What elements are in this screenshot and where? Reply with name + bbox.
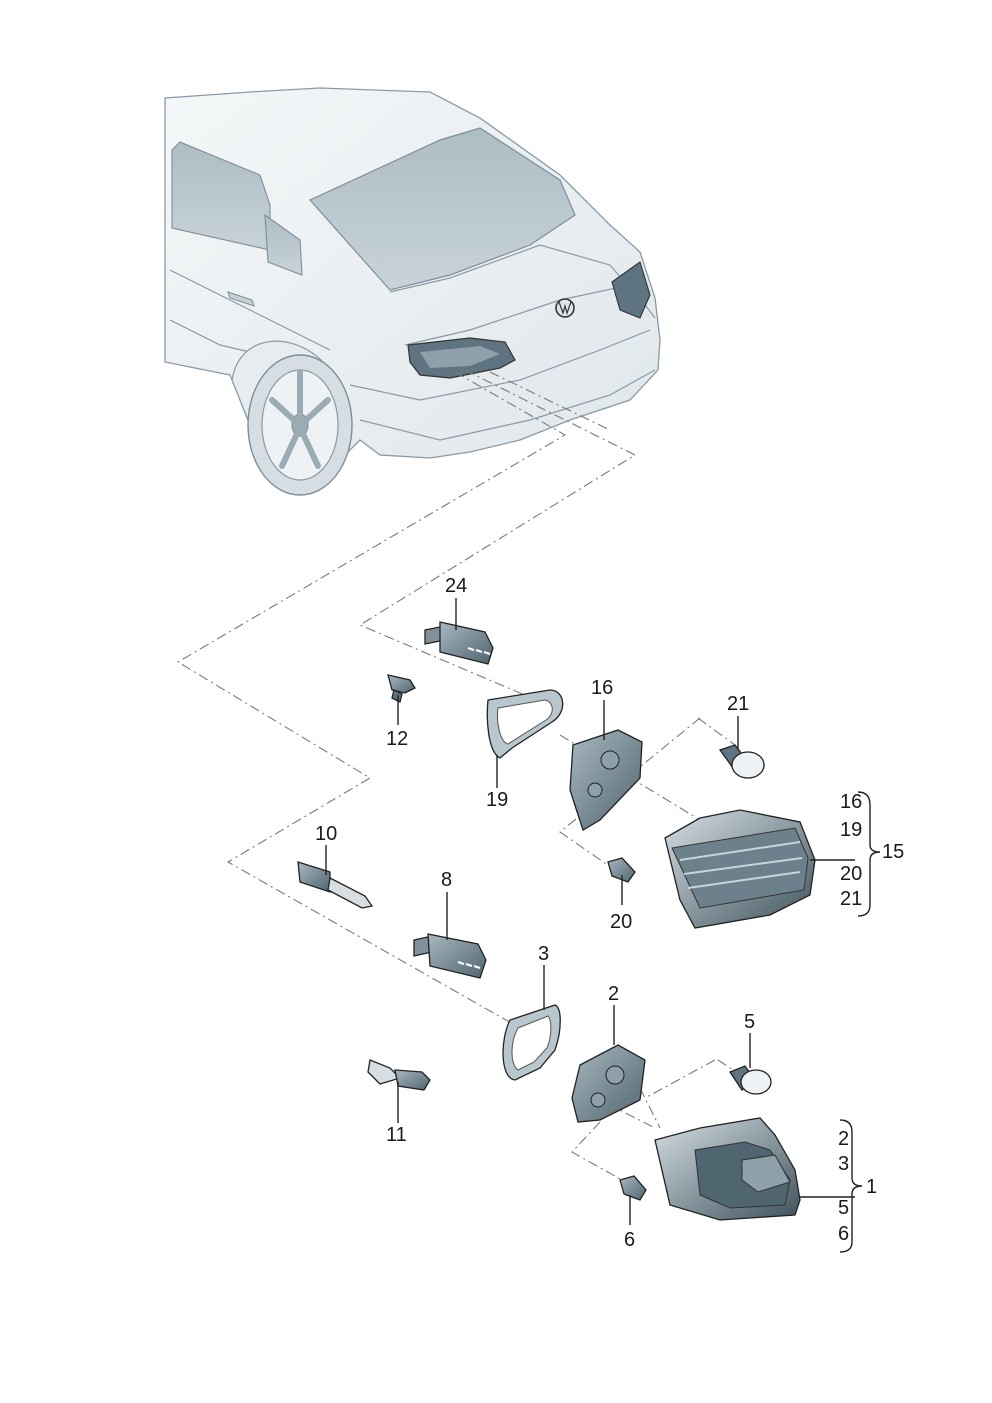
callout-19: 19: [486, 789, 508, 811]
part-15-inner-tail-lamp: [664, 809, 816, 929]
callout-11: 11: [386, 1124, 407, 1146]
part-8-connector: [413, 933, 487, 979]
part-21-bulb: [718, 744, 765, 779]
group15-item-4: 21: [840, 888, 862, 910]
rear-window: [309, 127, 576, 291]
callout-20: 20: [610, 911, 632, 933]
callout-12: 12: [386, 728, 408, 750]
callout-8: 8: [441, 869, 452, 891]
group1-item-1: 2: [838, 1128, 849, 1150]
group1-item-2: 3: [838, 1153, 849, 1175]
side-window: [171, 141, 271, 251]
callout-6: 6: [624, 1229, 635, 1251]
assembly-path-lines: [176, 369, 746, 1181]
group15-item-1: 16: [840, 791, 862, 813]
callout-1: 1: [866, 1176, 877, 1198]
part-12-clip: [387, 674, 416, 703]
callout-16: 16: [591, 677, 613, 699]
callout-10: 10: [315, 823, 337, 845]
part-5-bulb: [729, 1065, 772, 1095]
callout-labels: 24 12 19 16 21 20 10 8 3 2 5 11 6 16 19 …: [315, 575, 904, 1251]
callout-2: 2: [608, 983, 619, 1005]
vehicle-rear-view: [164, 87, 661, 496]
group15-item-3: 20: [840, 863, 862, 885]
group15-item-2: 19: [840, 819, 862, 841]
part-6-screw: [619, 1175, 647, 1201]
leader-lines: [325, 598, 881, 1253]
part-11-sensor: [367, 1059, 431, 1091]
callout-15: 15: [882, 841, 904, 863]
part-19-gasket: [486, 689, 564, 759]
group1-item-3: 5: [838, 1197, 849, 1219]
part-20-screw: [607, 857, 636, 883]
part-3-gasket: [502, 1004, 561, 1081]
callout-21: 21: [727, 693, 749, 715]
group1-item-4: 6: [838, 1223, 849, 1245]
callout-3: 3: [538, 943, 549, 965]
part-1-outer-tail-lamp: [654, 1117, 801, 1221]
part-16-bulb-holder: [569, 729, 643, 831]
callout-5: 5: [744, 1011, 755, 1033]
part-2-bulb-holder: [571, 1044, 646, 1123]
part-10-sensor: [297, 861, 374, 909]
callout-24: 24: [445, 575, 467, 597]
part-24-connector: [424, 621, 494, 665]
